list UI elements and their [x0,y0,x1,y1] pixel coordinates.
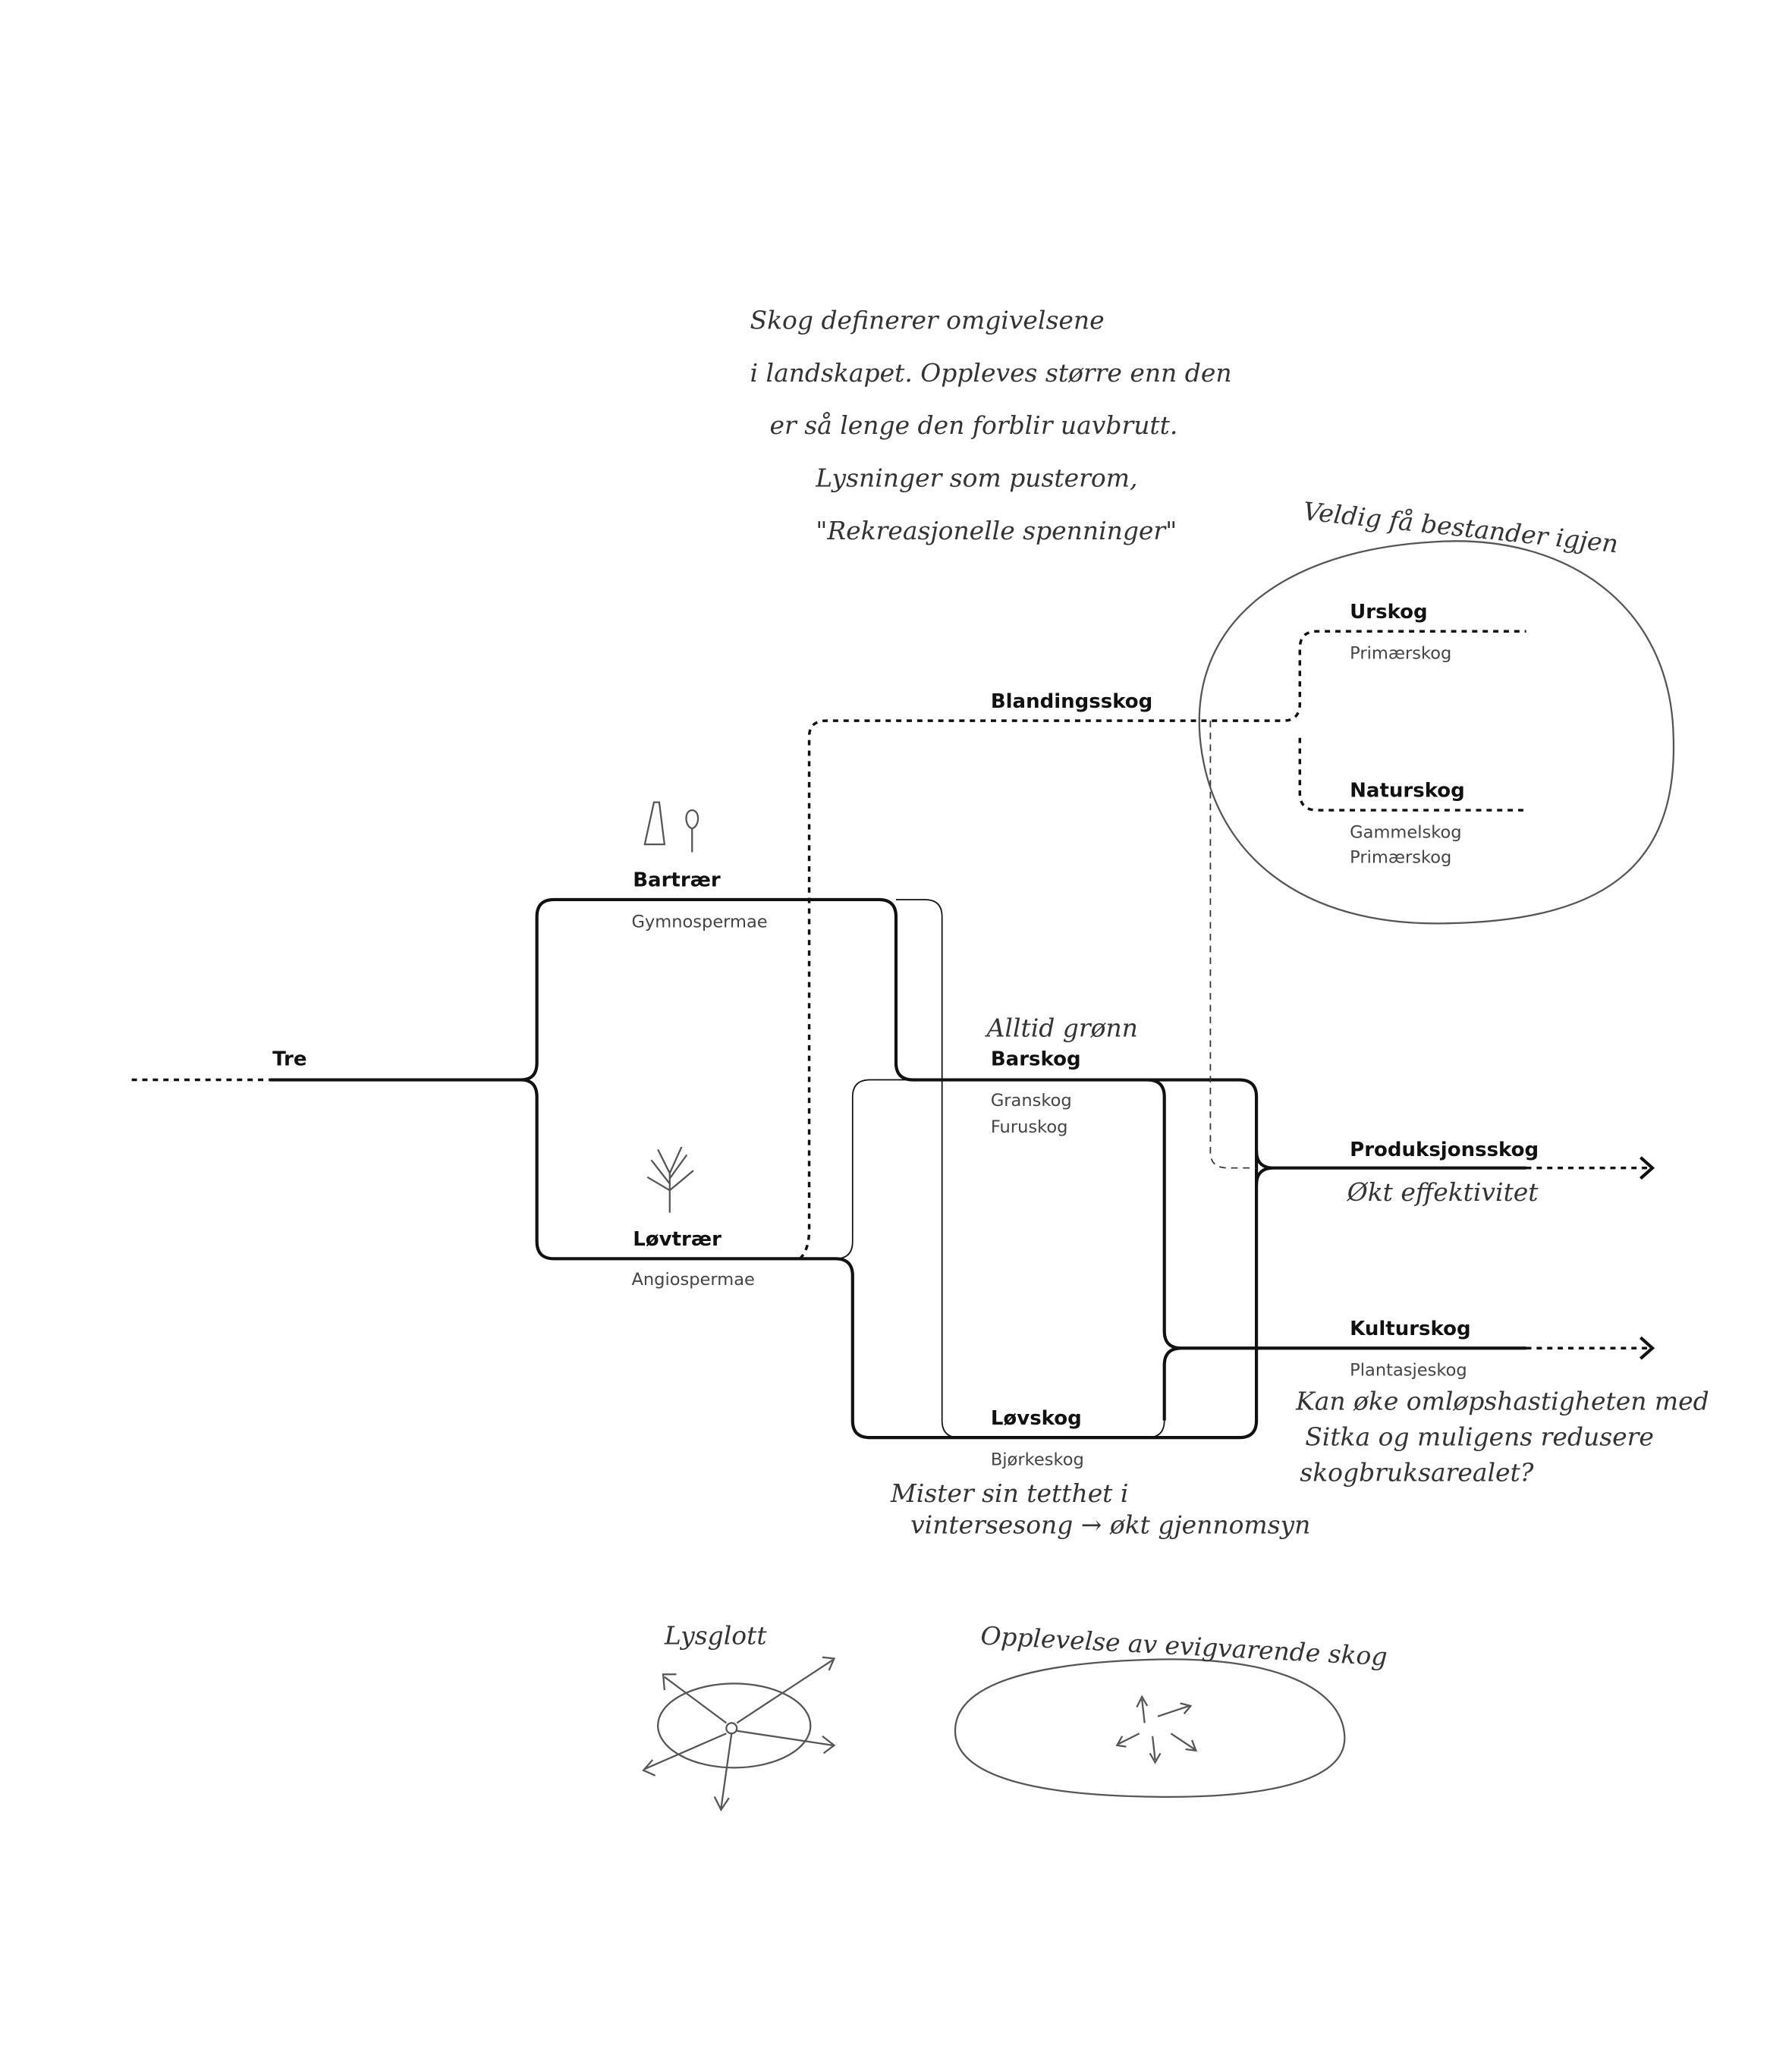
note-top-line: er så lenge den forblir uavbrutt. [770,410,1178,440]
note-mister: Mister sin tetthet i vintersesong → økt … [890,1478,1310,1540]
note-top-line: i landskapet. Oppleves større enn den [750,358,1232,388]
note-top-line: Skog definerer omgivelsene [750,305,1105,335]
blandingsskog-connector [799,630,1526,1260]
node-urskog: Urskog [1350,601,1427,624]
node-kulturskog-sub: Plantasjeskog [1350,1361,1467,1381]
note-opplevelse: Opplevelse av evigvarende skog [980,1620,1388,1671]
node-produksjonsskog: Produksjonsskog [1350,1139,1539,1161]
note-top-line: Lysninger som pusterom, [815,463,1137,493]
conifer-tree-icon [643,801,700,853]
node-urskog-sub: Primærskog [1350,644,1451,664]
lysglott-sketch [642,1656,836,1812]
note-alltid: Alltid grønn [985,1013,1138,1042]
note-top: Skog definerer omgivelsene i landskapet.… [750,305,1232,545]
blandingsskog-to-produksjon-thin [1209,721,1257,1169]
note-mister-line: vintersesong → økt gjennomsyn [910,1510,1310,1540]
note-mister-line: Mister sin tetthet i [890,1478,1128,1508]
evergreen-ellipse [954,1658,1346,1798]
node-lovskog-sub: Bjørkeskog [991,1450,1084,1470]
produksjonsskog-connector [1255,1151,1526,1186]
node-naturskog: Naturskog [1350,780,1465,803]
node-bartraer: Bartrær [633,869,721,892]
node-barskog-sub1: Granskog [991,1091,1072,1111]
node-barskog: Barskog [991,1048,1081,1070]
note-okt: Økt effektivitet [1347,1177,1539,1207]
node-lovtraer: Løvtrær [633,1228,722,1251]
node-naturskog-sub2: Primærskog [1350,847,1451,867]
bartraer-to-lovskog-thin [895,899,1165,1439]
arrowhead-icon [1639,1336,1655,1360]
note-top-line: "Rekreasjonelle spenninger" [816,516,1177,545]
note-kan: Kan øke omløpshastigheten med Sitka og m… [1295,1387,1709,1488]
node-bartraer-sub: Gymnospermae [631,912,767,932]
evergreen-arrows-sketch [1115,1695,1198,1764]
main-tree-connector [269,897,1259,1440]
node-blandingsskog: Blandingsskog [991,690,1152,713]
node-barskog-sub2: Furuskog [991,1117,1068,1137]
arrowhead-icon [1639,1156,1655,1180]
note-veldig: Veldig få bestander igjen [1302,496,1620,558]
note-kan-line: Sitka og muligens redusere [1305,1422,1654,1452]
deciduous-tree-icon [646,1146,694,1213]
node-lovskog: Løvskog [991,1407,1082,1430]
kulturskog-lovskog-thin [1147,1420,1165,1439]
note-kan-line: Kan øke omløpshastigheten med [1295,1387,1709,1416]
node-lovtraer-sub: Angiospermae [631,1270,754,1290]
node-tre: Tre [272,1048,307,1070]
kulturskog-connector [1147,1078,1526,1421]
note-kan-line: skogbruksarealet? [1300,1457,1533,1487]
node-naturskog-sub1: Gammelskog [1350,822,1461,842]
old-forest-circle [1198,540,1675,925]
node-kulturskog: Kulturskog [1350,1318,1470,1340]
note-lysglott: Lysglott [664,1620,767,1650]
